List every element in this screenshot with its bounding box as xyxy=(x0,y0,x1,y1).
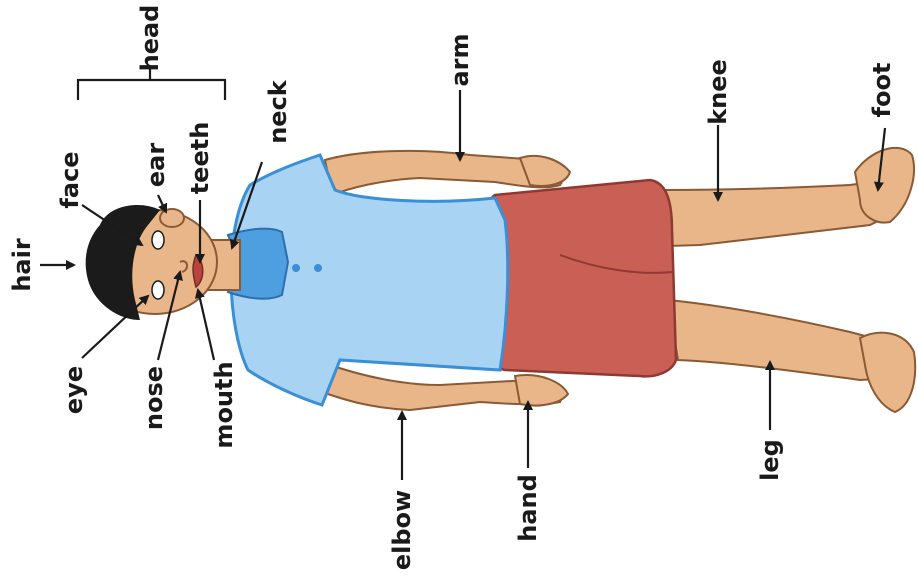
label-teeth: teeth xyxy=(186,122,214,195)
label-arm: arm xyxy=(446,33,474,86)
label-eye: eye xyxy=(60,366,88,414)
label-nose: nose xyxy=(140,366,168,430)
ear-shape xyxy=(160,209,184,227)
label-elbow: elbow xyxy=(388,490,416,570)
label-mouth: mouth xyxy=(210,361,238,448)
shirt-button xyxy=(292,264,300,272)
shorts xyxy=(488,180,676,376)
label-ear: ear xyxy=(142,143,170,187)
label-face: face xyxy=(56,151,84,208)
label-head: head xyxy=(136,5,164,72)
eye-shape xyxy=(152,281,164,299)
shirt-button xyxy=(314,264,322,272)
foot-top xyxy=(855,148,914,223)
hand-bottom xyxy=(515,375,568,405)
label-hand: hand xyxy=(514,474,542,542)
arrow-mouth xyxy=(198,290,214,360)
label-foot: foot xyxy=(868,63,896,118)
eye-shape xyxy=(152,231,164,249)
label-leg: leg xyxy=(756,439,784,481)
foot-bottom xyxy=(860,333,915,412)
label-knee: knee xyxy=(704,59,732,125)
label-hair: hair xyxy=(8,238,36,292)
head-bracket xyxy=(78,68,225,100)
label-neck: neck xyxy=(264,79,292,144)
